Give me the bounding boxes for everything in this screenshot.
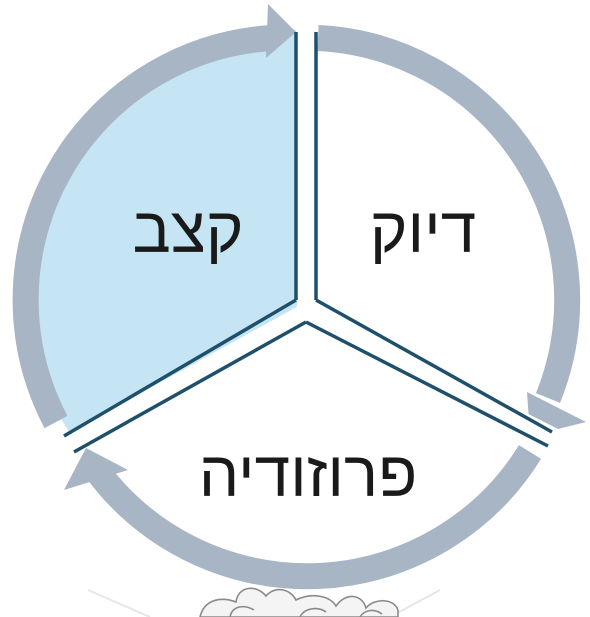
- segment-label-top-left: קצב: [133, 194, 244, 268]
- segment-label-top-right: דיוק: [370, 194, 476, 268]
- segment-label-bottom: פרוזודיה: [199, 438, 418, 512]
- divider-right-upper: [316, 300, 552, 432]
- cloud-decoration: [200, 588, 398, 617]
- divider-right-lower: [306, 322, 548, 446]
